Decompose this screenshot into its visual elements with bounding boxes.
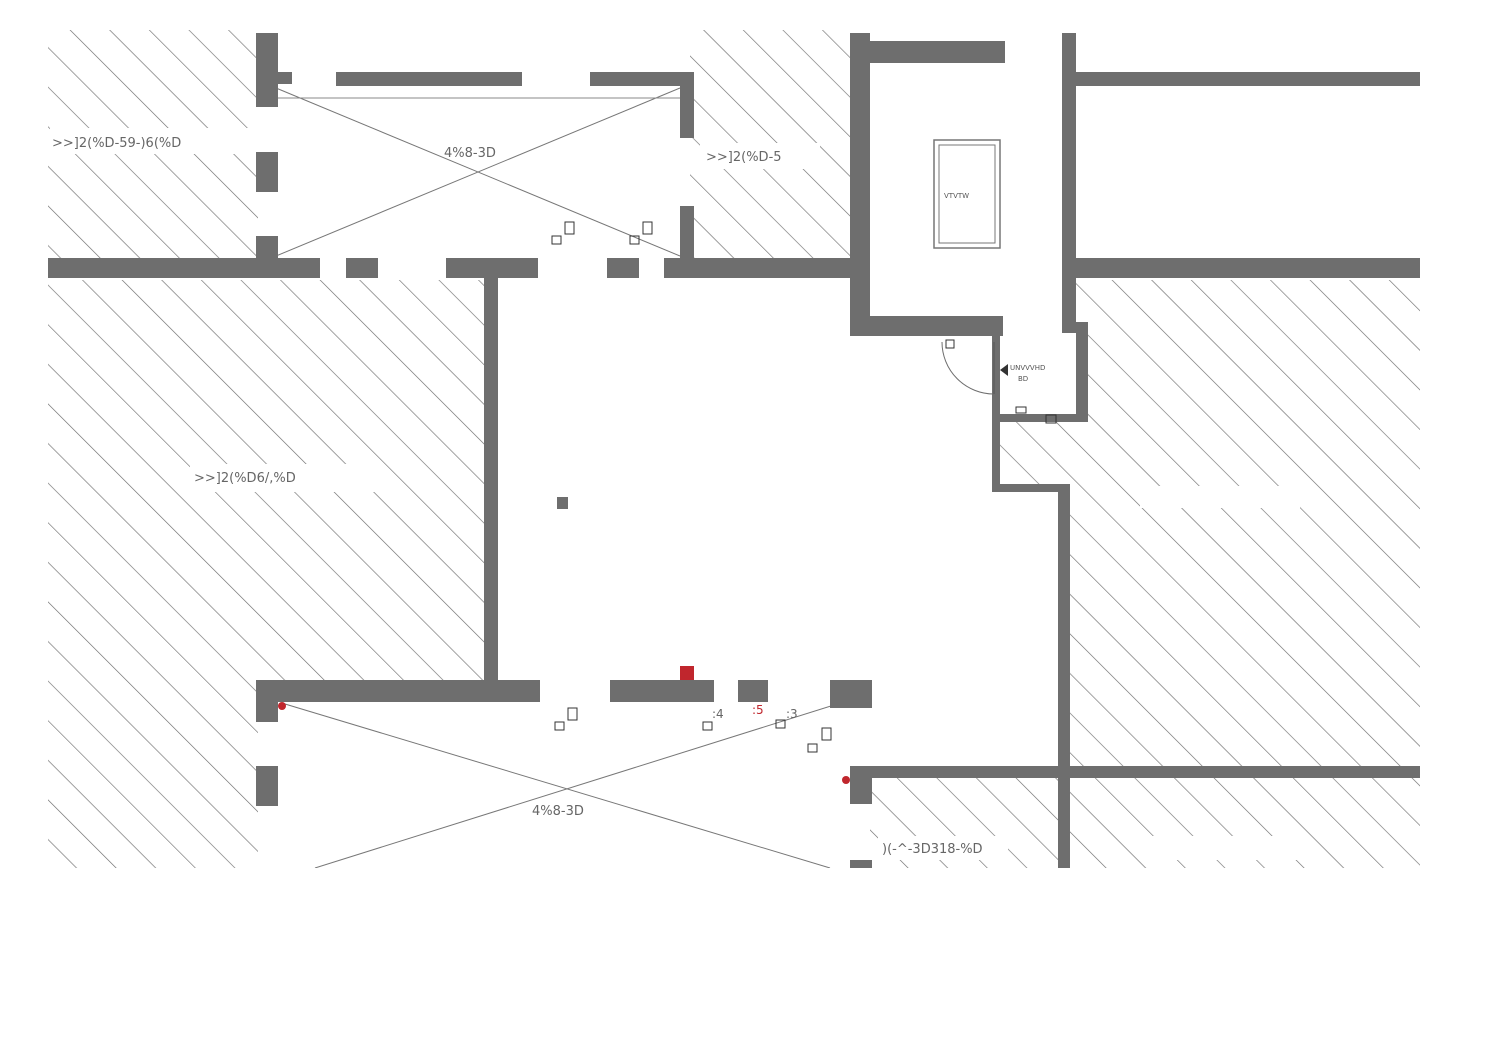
- door-swing: [941, 341, 995, 395]
- corridor-label-bottom: 4%8-3D: [532, 804, 584, 819]
- fire-alarm-icon: [680, 666, 694, 680]
- fire-alarm-icon: [842, 776, 850, 784]
- ceiling-device-icon: [554, 707, 578, 731]
- marker-3: :3: [786, 707, 798, 721]
- small-room-sub: BD: [1018, 375, 1028, 383]
- arrow-icon: [1000, 364, 1008, 376]
- hatch-right: [998, 280, 1420, 766]
- ceiling-device-icon: [702, 721, 713, 731]
- ceiling-device-icon: [629, 221, 653, 245]
- room-label-top-right: >>]2(%D-5: [706, 150, 782, 165]
- small-room-label: UNVVVHD: [1010, 364, 1045, 372]
- marker-red: :5: [752, 703, 764, 717]
- ceiling-device-icon: [775, 719, 786, 729]
- ceiling-device-icon: [551, 221, 575, 245]
- room-label-top-left: >>]2(%D-59-)6(%D: [52, 136, 181, 151]
- marker-4: :4: [712, 707, 724, 721]
- room-label-bottom-right: )(-^-3D318-%D: [882, 842, 983, 857]
- room-label-left: >>]2(%D6/,%D: [194, 471, 296, 486]
- fire-alarm-icon: [278, 702, 286, 710]
- ceiling-device-icon: [807, 727, 832, 753]
- corridor-label-top: 4%8-3D: [444, 146, 496, 161]
- hatch-left-lower: [48, 680, 258, 868]
- lift-label: VTVTW: [944, 192, 969, 200]
- lift-box: [933, 139, 1001, 249]
